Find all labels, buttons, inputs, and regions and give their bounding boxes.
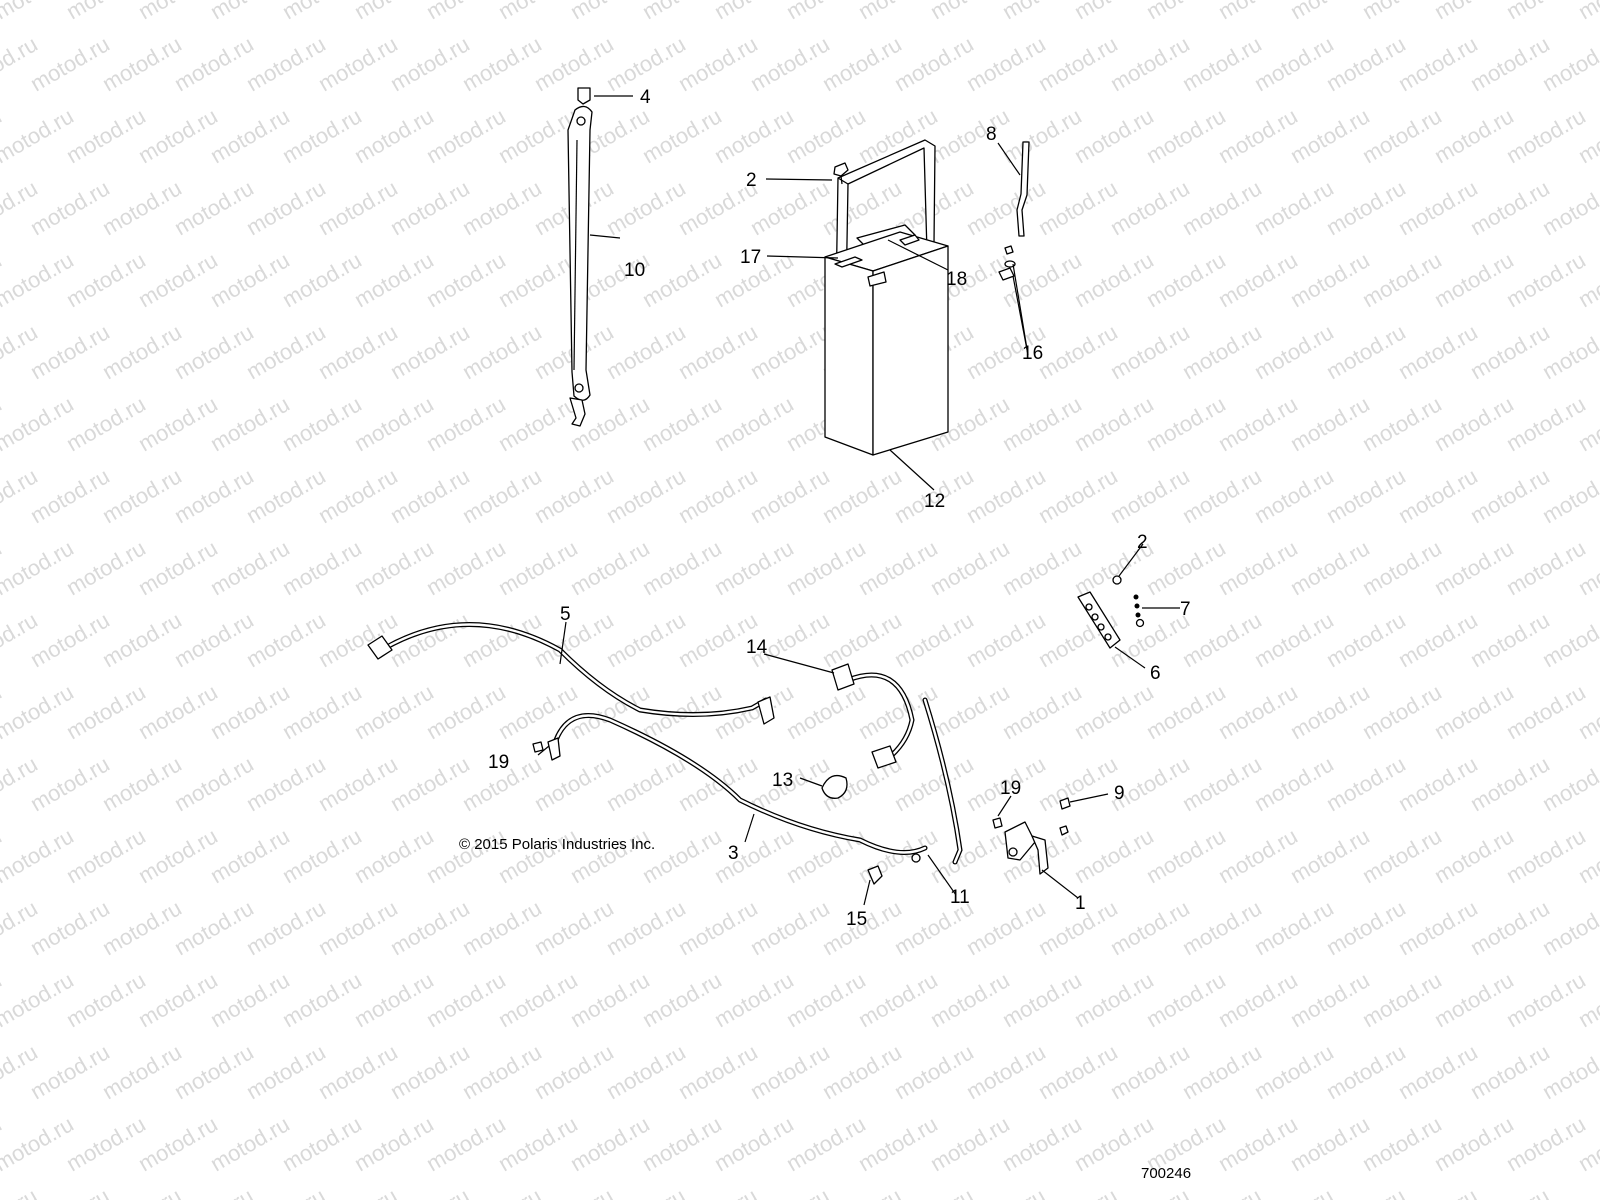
callout-2-top: 2 xyxy=(746,170,757,191)
callout-18: 18 xyxy=(946,269,967,290)
battery-strap xyxy=(567,87,593,427)
callout-12: 12 xyxy=(924,491,945,512)
callout-8: 8 xyxy=(986,124,997,145)
callout-10: 10 xyxy=(624,260,645,281)
callout-15: 15 xyxy=(846,909,867,930)
callout-13: 13 xyxy=(772,770,793,791)
cable-3 xyxy=(547,713,928,863)
hold-down-rod xyxy=(1016,141,1030,237)
leader-lines xyxy=(537,95,1180,906)
callout-11: 11 xyxy=(950,887,970,908)
terminal-assembly xyxy=(1004,797,1071,875)
callout-5: 5 xyxy=(560,604,571,625)
callout-4: 4 xyxy=(640,87,651,108)
callout-3: 3 xyxy=(728,843,739,864)
callout-16: 16 xyxy=(1022,343,1043,364)
diagram-id: 700246 xyxy=(1141,1165,1191,1182)
callout-6: 6 xyxy=(1150,663,1161,684)
battery xyxy=(824,231,949,456)
nut-19-left xyxy=(532,741,544,753)
terminal-hardware xyxy=(998,245,1016,281)
junction-block xyxy=(1077,575,1145,649)
callout-14: 14 xyxy=(746,637,768,658)
cable-14 xyxy=(831,663,963,865)
cable-5 xyxy=(367,622,775,725)
callout-labels: 4 10 2 17 18 8 16 12 2 7 6 5 14 19 13 19… xyxy=(488,87,1191,930)
callout-2-right: 2 xyxy=(1137,532,1148,553)
callout-19-right: 19 xyxy=(1000,778,1021,799)
callout-9: 9 xyxy=(1114,783,1125,804)
cable-clamp xyxy=(821,774,848,799)
nut-19-right xyxy=(992,817,1003,829)
copyright-notice: © 2015 Polaris Industries Inc. xyxy=(459,836,655,853)
callout-1: 1 xyxy=(1075,893,1086,914)
fastener-15 xyxy=(867,865,883,885)
callout-17: 17 xyxy=(740,247,761,268)
callout-19-left: 19 xyxy=(488,752,509,773)
callout-7: 7 xyxy=(1180,599,1191,620)
